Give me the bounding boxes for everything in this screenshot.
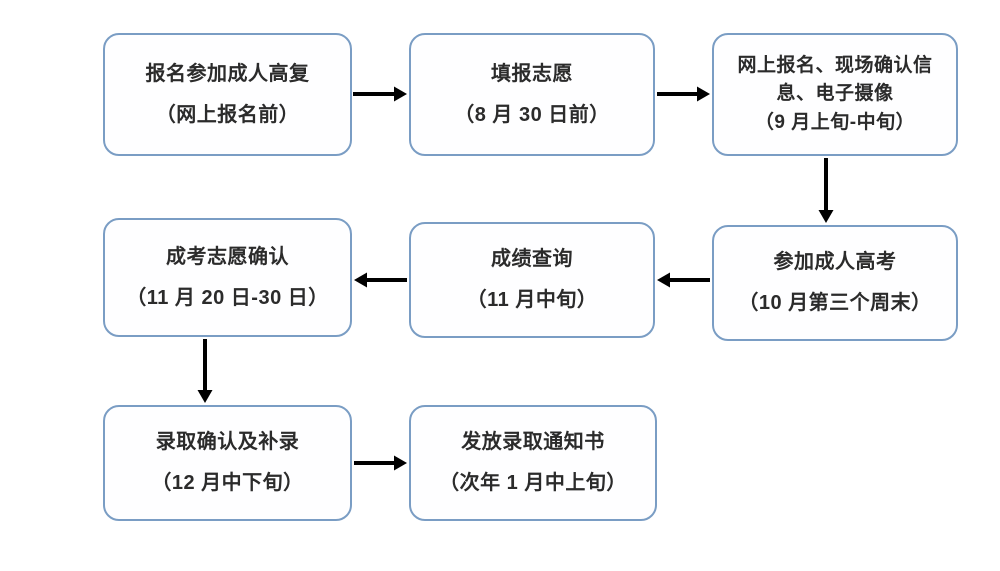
flowchart-node-admission-confirm-and-supplementary: 录取确认及补录 （12 月中下旬） bbox=[103, 405, 352, 521]
node-label-line: 息、电子摄像 bbox=[776, 83, 894, 105]
node-label-line: 成绩查询 bbox=[491, 248, 573, 270]
node-label-line: 发放录取通知书 bbox=[461, 431, 605, 453]
flowchart-arrow-n1-to-n2 bbox=[353, 86, 407, 102]
flowchart-node-issue-admission-letter: 发放录取通知书 （次年 1 月中上旬） bbox=[409, 405, 657, 521]
node-label-line: （11 月中旬） bbox=[466, 289, 598, 311]
flowchart-node-online-registration-onsite-confirm-photo: 网上报名、现场确认信息、电子摄像 （9 月上旬-中旬） bbox=[712, 33, 958, 156]
node-label-line: 填报志愿 bbox=[491, 62, 573, 85]
arrow-head bbox=[197, 390, 213, 403]
node-label-line: （12 月中下旬） bbox=[151, 472, 304, 494]
flowchart-node-apply-adult-college-prep: 报名参加成人高复 （网上报名前） bbox=[103, 33, 352, 156]
node-label-line: 网上报名、现场确认信 bbox=[737, 54, 933, 76]
arrow-head bbox=[394, 455, 407, 471]
node-label-line: （网上报名前） bbox=[155, 103, 300, 126]
flowchart-node-check-exam-scores: 成绩查询 （11 月中旬） bbox=[409, 222, 655, 338]
node-label-line: 参加成人高考 bbox=[773, 251, 897, 273]
arrow-head bbox=[354, 272, 367, 288]
flowchart-arrow-n7-to-n8 bbox=[354, 455, 407, 471]
arrow-head bbox=[394, 86, 407, 102]
node-label-line: 成考志愿确认 bbox=[166, 245, 289, 268]
flowchart-arrow-n4-to-n5 bbox=[657, 272, 710, 288]
node-label-line: （10 月第三个周末） bbox=[738, 292, 932, 314]
arrow-head bbox=[697, 86, 710, 102]
flowchart-arrow-n6-to-n7 bbox=[197, 339, 213, 403]
arrow-head bbox=[657, 272, 670, 288]
flowchart-node-fill-application-preference: 填报志愿 （8 月 30 日前） bbox=[409, 33, 655, 156]
flowchart-arrow-n5-to-n6 bbox=[354, 272, 407, 288]
node-label-line: （9 月上旬-中旬） bbox=[754, 111, 916, 133]
flowchart-node-take-adult-college-entrance-exam: 参加成人高考 （10 月第三个周末） bbox=[712, 225, 958, 341]
node-label-line: 报名参加成人高复 bbox=[145, 62, 310, 85]
flowchart-arrow-n3-to-n4 bbox=[818, 158, 834, 223]
arrow-head bbox=[818, 210, 834, 223]
node-label-line: （次年 1 月中上旬） bbox=[439, 472, 627, 494]
node-label-line: 录取确认及补录 bbox=[155, 431, 300, 453]
node-label-line: （8 月 30 日前） bbox=[454, 103, 610, 126]
flowchart-arrow-n2-to-n3 bbox=[657, 86, 710, 102]
flowchart-node-confirm-exam-preference: 成考志愿确认 （11 月 20 日-30 日） bbox=[103, 218, 352, 337]
node-label-line: （11 月 20 日-30 日） bbox=[126, 286, 329, 309]
